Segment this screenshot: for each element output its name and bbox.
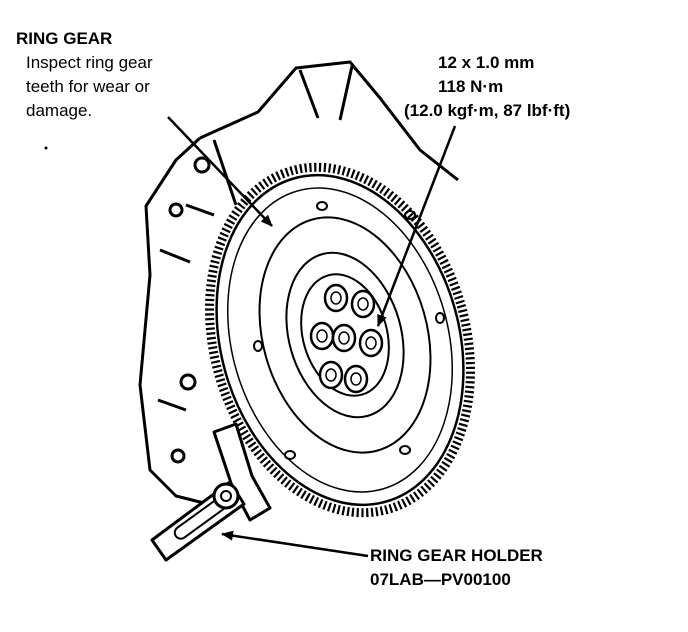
bolt-size: 12 x 1.0 mm — [438, 53, 535, 72]
ring-gear-note-line-2: teeth for wear or — [26, 77, 150, 96]
ring-gear-title: RING GEAR — [16, 29, 113, 48]
bolt-icon — [350, 289, 376, 319]
leader-arrows — [167, 116, 457, 558]
flywheel-bolts — [309, 283, 384, 394]
bolt-icon — [318, 360, 344, 390]
ring-gear-note-line-3: damage. — [26, 101, 93, 120]
engine-block — [138, 60, 459, 507]
ring-gear-arrow — [167, 116, 273, 227]
ring-gear-holder-tool — [150, 422, 272, 562]
bolt-icon — [331, 323, 357, 353]
bolt-icon — [309, 321, 335, 351]
holder-arrow — [221, 530, 369, 558]
bolt-spec-arrow — [376, 125, 457, 327]
holder-part-number: 07LAB—PV00100 — [370, 570, 511, 589]
stray-mark — [44, 146, 48, 150]
bolt-torque-nm: 118 N·m — [438, 77, 504, 96]
holder-title: RING GEAR HOLDER — [370, 546, 543, 565]
ring-gear-note-line-1: Inspect ring gear — [26, 53, 153, 72]
bolt-icon — [358, 328, 384, 358]
bolt-torque-alt: (12.0 kgf·m, 87 lbf·ft) — [404, 101, 571, 120]
holder-bolt-icon — [212, 482, 240, 510]
bolt-icon — [323, 283, 349, 313]
bolt-icon — [343, 364, 369, 394]
flywheel-holes — [253, 201, 445, 460]
